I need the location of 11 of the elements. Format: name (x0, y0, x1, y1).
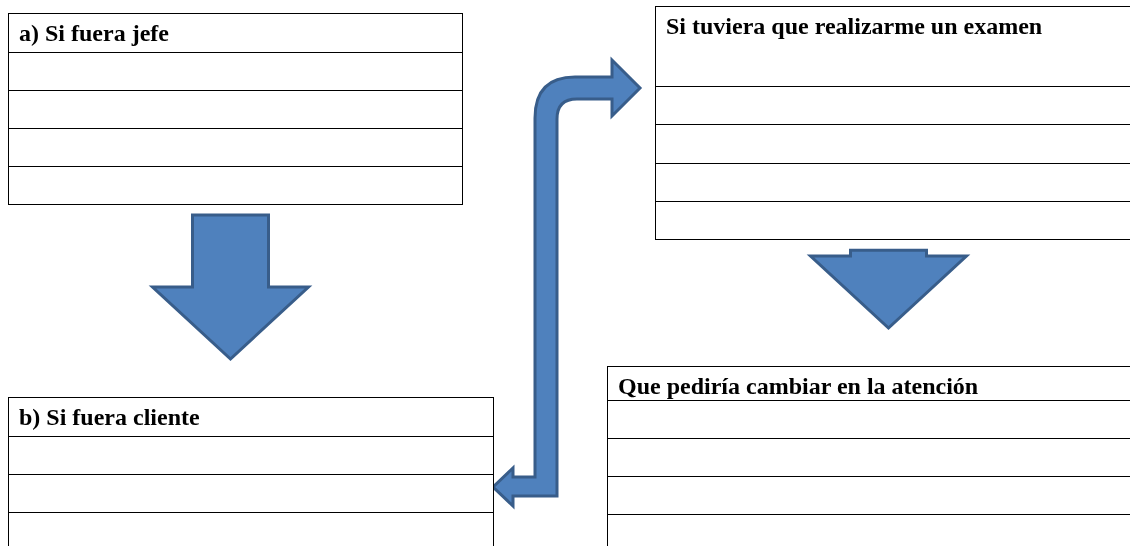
table-heading: Que pediría cambiar en la atención (617, 372, 980, 400)
form-table (8, 13, 463, 205)
block-arrow (148, 213, 313, 362)
block-arrow (491, 58, 642, 508)
form-table (607, 366, 1130, 546)
block-arrow (806, 248, 971, 331)
table-heading: a) Si fuera jefe (18, 19, 170, 48)
form-table (655, 6, 1130, 241)
form-table (8, 397, 494, 546)
table-heading: b) Si fuera cliente (18, 403, 201, 432)
table-heading: Si tuviera que realizarme un examen (665, 12, 1044, 41)
